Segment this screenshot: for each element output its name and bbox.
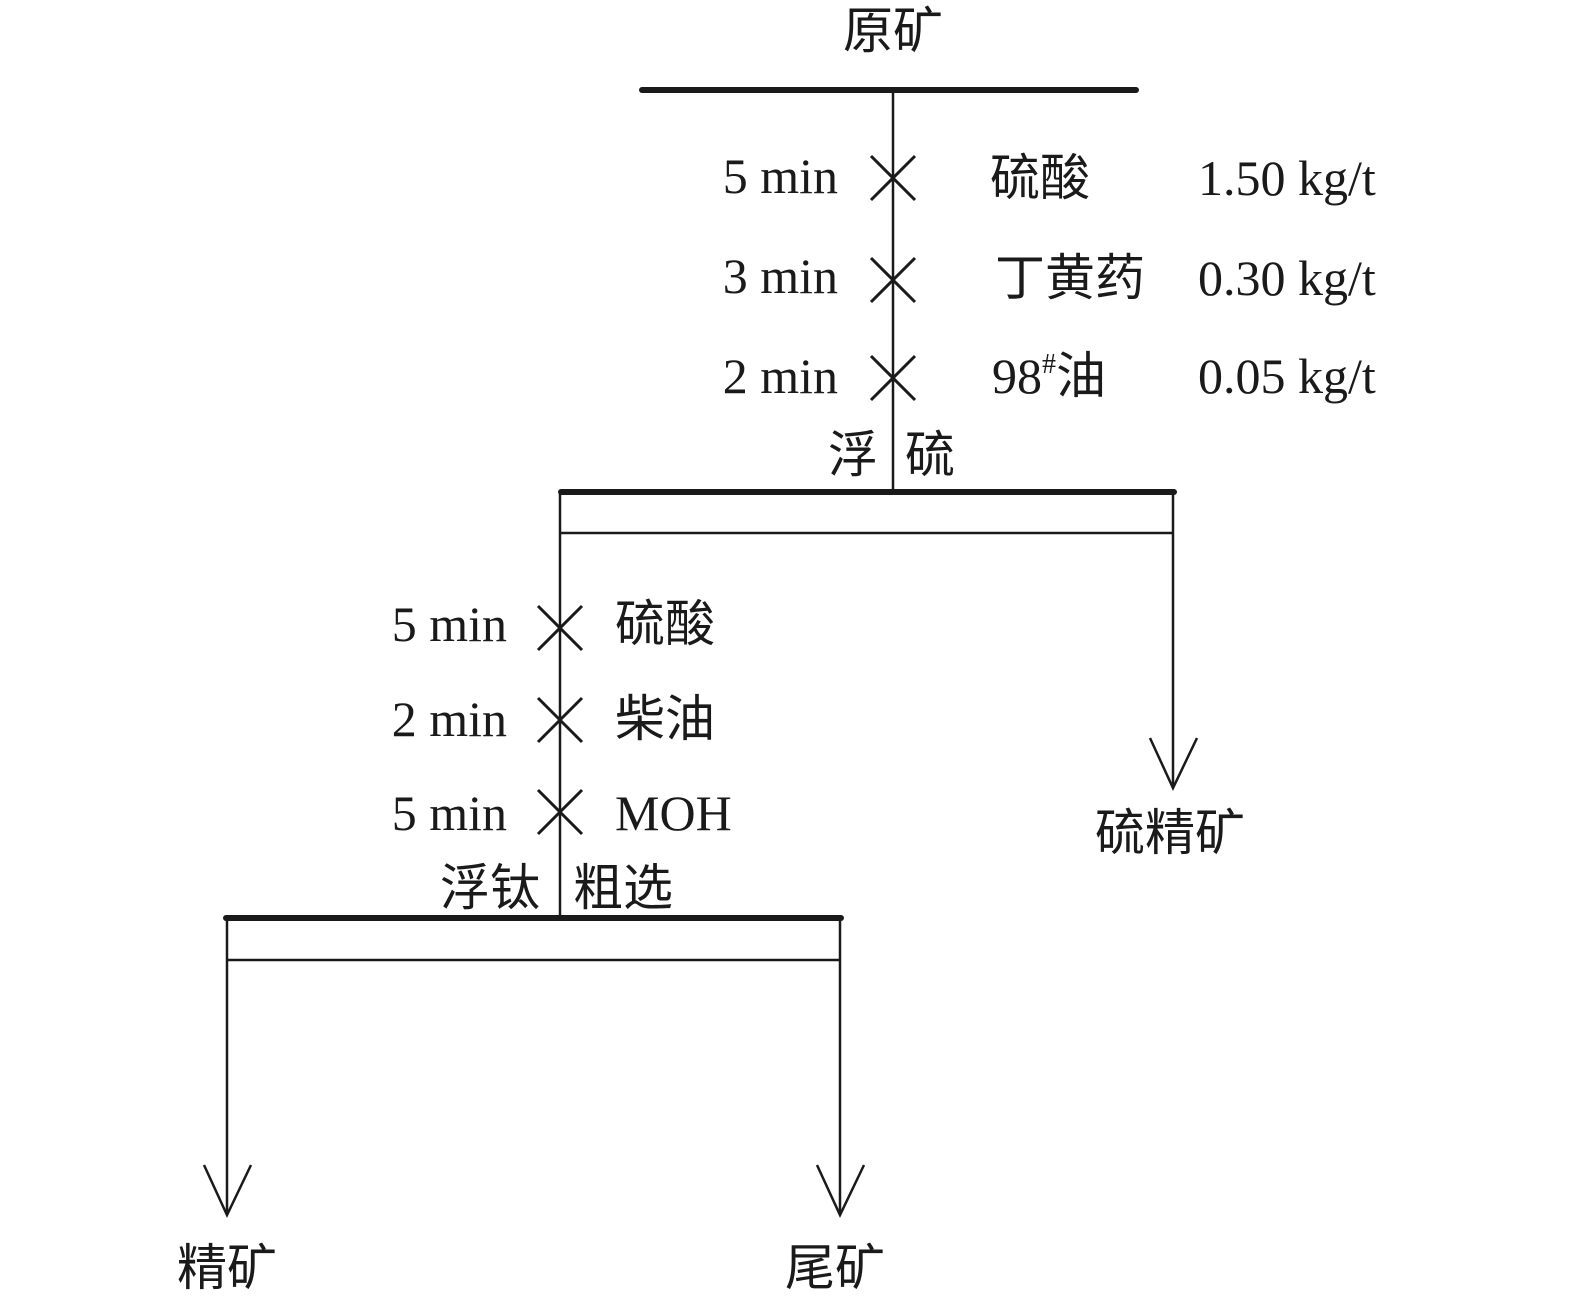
mix-cross-icon [536,604,584,652]
stage1-name-right: 硫 [905,427,955,483]
stage1-time-2: 3 min [723,248,838,304]
mix-cross-icon [869,256,917,304]
stage2-mixing-marks [536,604,584,836]
stage2-time-3: 5 min [392,785,507,841]
stage2-reagent-1: 硫酸 [615,596,715,652]
mix-cross-icon [869,354,917,402]
stage2-reagent-3: MOH [615,785,732,841]
arrow-down-icon [202,1164,253,1218]
mix-cross-icon [869,154,917,202]
mix-cross-icon [536,696,584,744]
stage1-reagent-2: 丁黄药 [995,250,1145,306]
stage1-reagent-1: 硫酸 [990,150,1090,206]
stage1-time-1: 5 min [723,148,838,204]
stage2-reagent-2: 柴油 [615,691,715,747]
arrow-down-icon [1148,737,1199,791]
stage1-time-3: 2 min [723,348,838,404]
stage1-dosage-3: 0.05 kg/t [1198,348,1376,404]
mix-cross-icon [536,788,584,836]
feed-label: 原矿 [843,3,943,59]
stage1-dosage-2: 0.30 kg/t [1198,250,1376,306]
concentrate-label: 精矿 [177,1240,277,1296]
tailings-label: 尾矿 [785,1240,885,1296]
stage1-dosage-1: 1.50 kg/t [1198,150,1376,206]
stage1-mixing-marks [869,154,917,402]
stage2-time-1: 5 min [392,596,507,652]
stage1-name-left: 浮 [828,427,878,483]
stage1-reagent-3: 98#油 [992,348,1106,404]
sulfur-concentrate-label: 硫精矿 [1095,805,1245,861]
stage2-name-left: 浮钛 [440,860,540,916]
stage2-time-2: 2 min [392,691,507,747]
arrow-down-icon [815,1164,866,1218]
stage2-name-right: 粗选 [573,860,673,916]
